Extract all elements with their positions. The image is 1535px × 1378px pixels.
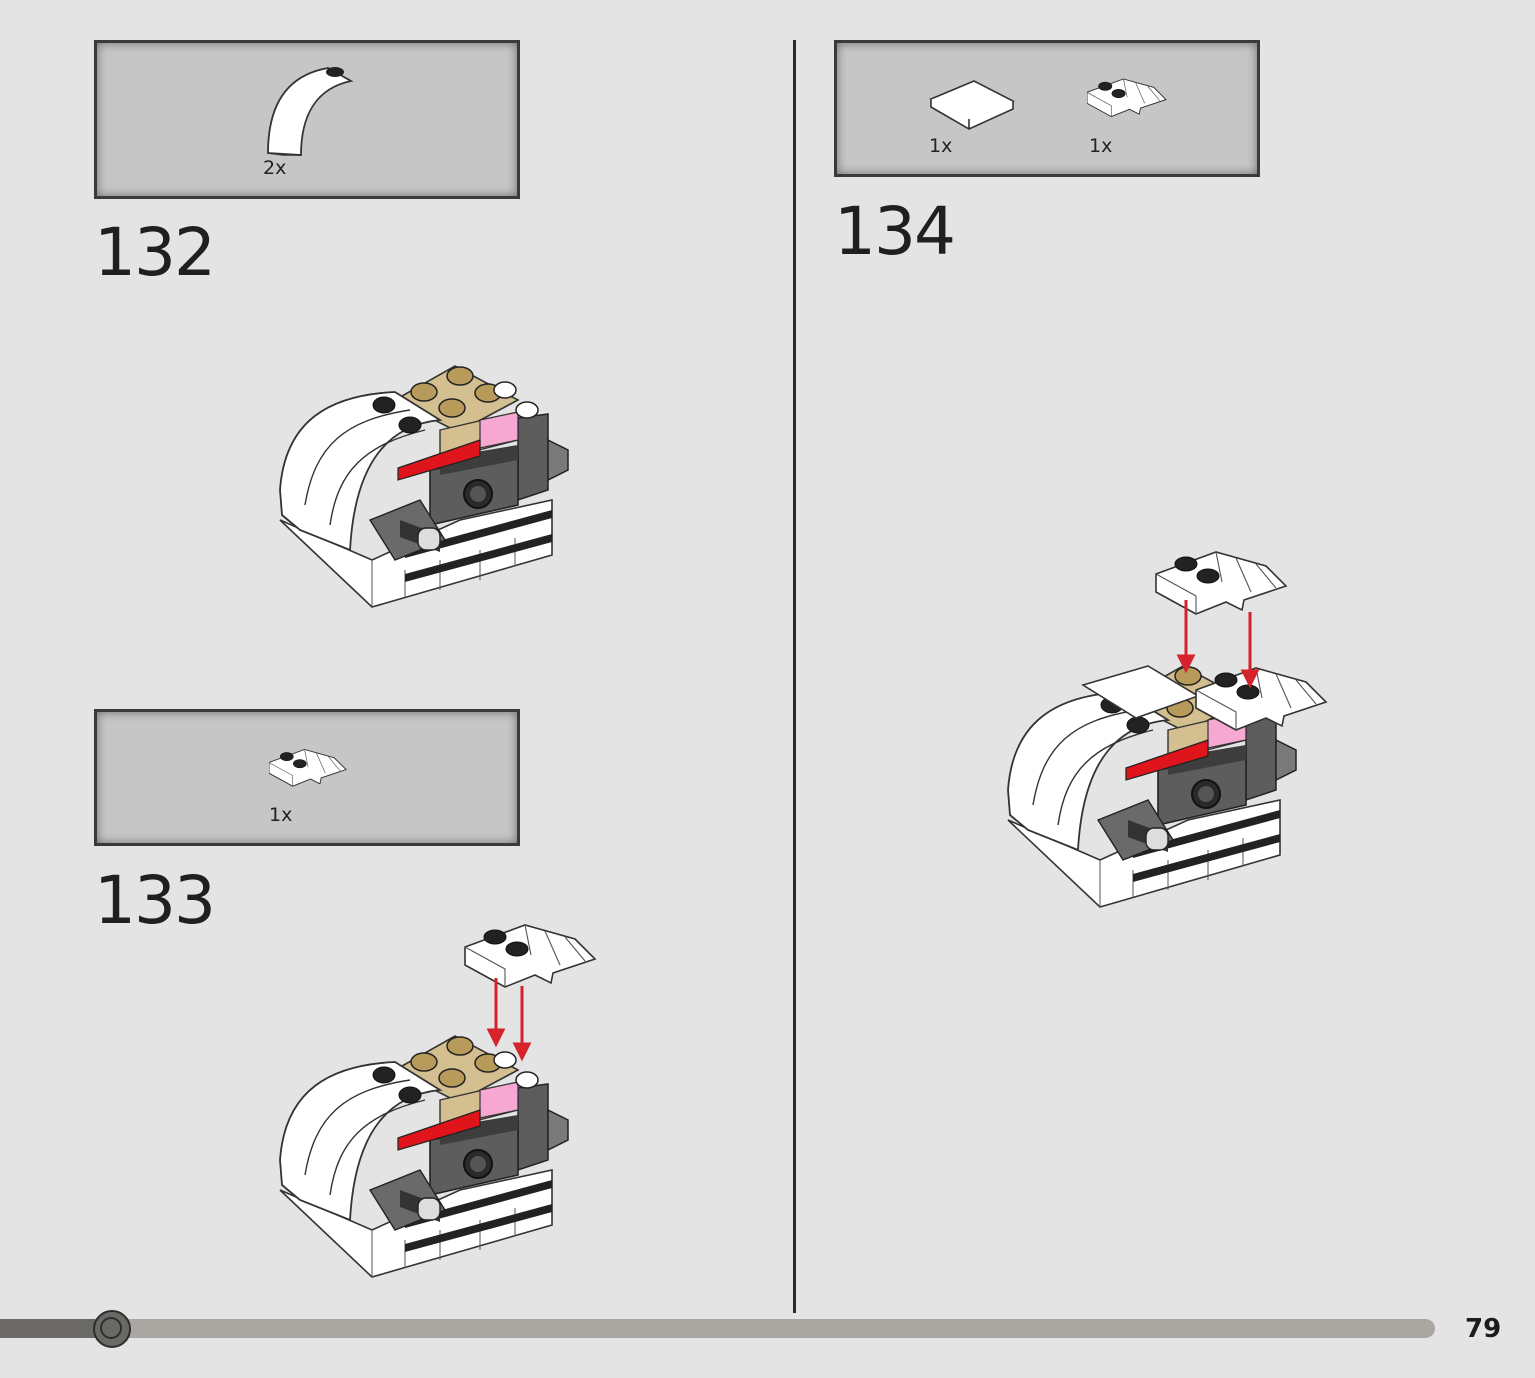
parts-box-step-134: 1x 1x	[834, 40, 1260, 177]
progress-knob-icon	[93, 1310, 131, 1348]
parts-box-step-133: 1x	[94, 709, 520, 846]
part-quantity: 1x	[929, 135, 953, 157]
page-number: 79	[1465, 1314, 1502, 1344]
progress-fill	[0, 1319, 112, 1338]
step-number: 134	[834, 193, 956, 270]
parts-box-step-132: 2x	[94, 40, 520, 199]
assembly-step-134	[1007, 551, 1327, 908]
tile-icon	[929, 80, 1015, 130]
wedge-plate-icon	[1087, 78, 1167, 118]
progress-bar	[0, 1310, 1435, 1348]
step-number: 132	[94, 214, 216, 291]
curved-slope-icon	[267, 67, 354, 156]
assembly-step-133	[279, 924, 596, 1278]
part-quantity: 1x	[1089, 135, 1113, 157]
column-divider	[793, 40, 796, 1313]
part-quantity: 2x	[263, 157, 287, 179]
assembly-step-132	[279, 365, 569, 608]
part-quantity: 1x	[269, 804, 293, 826]
step-number: 133	[94, 862, 216, 939]
